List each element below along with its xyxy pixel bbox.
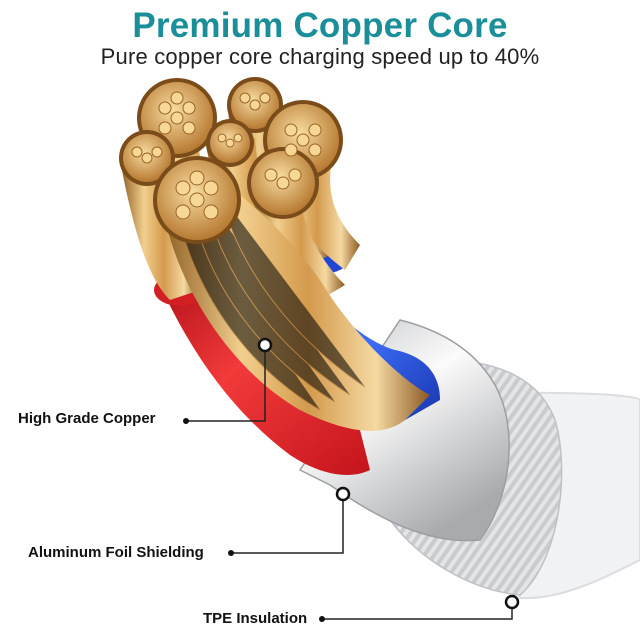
callout-label-tpe-insulation: TPE Insulation	[203, 610, 308, 627]
callout-marker-shield	[335, 486, 351, 502]
callout-line-copper	[186, 345, 266, 422]
callout-marker-tpe	[504, 594, 520, 610]
aluminum-shield	[298, 319, 510, 542]
callout-marker-copper	[257, 337, 273, 353]
callout-line-tpe	[322, 602, 513, 620]
callout-label-high-grade-copper: High Grade Copper	[18, 410, 156, 427]
callout-line-shield	[231, 494, 344, 554]
callout-label-aluminum-foil-shielding: Aluminum Foil Shielding	[28, 544, 204, 561]
page-title: Premium Copper Core	[132, 6, 508, 45]
page-subtitle: Pure copper core charging speed up to 40…	[100, 44, 540, 69]
